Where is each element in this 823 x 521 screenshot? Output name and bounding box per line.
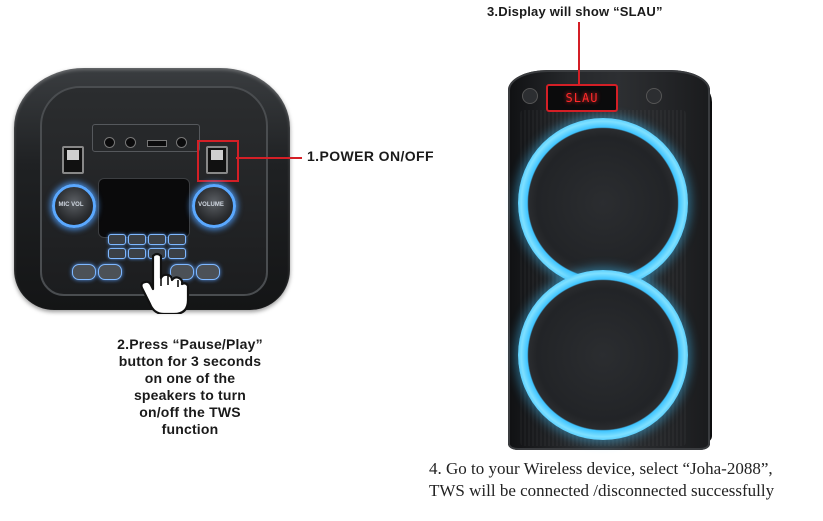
step2-line: 2.Press “Pause/Play” — [117, 336, 263, 352]
panel-button[interactable] — [128, 248, 146, 259]
panel-button[interactable] — [148, 234, 166, 245]
panel-pill-button[interactable] — [98, 264, 122, 280]
left-rocker-switch[interactable] — [62, 146, 84, 174]
usb-port-icon — [147, 140, 167, 147]
panel-button[interactable] — [108, 234, 126, 245]
step2-line: speakers to turn — [133, 387, 247, 403]
step4-line: 4. Go to your Wireless device, select “J… — [429, 459, 773, 478]
step1-callout-line — [236, 157, 302, 159]
lower-led-ring — [518, 270, 688, 440]
mic2-jack-icon — [125, 137, 136, 148]
panel-button[interactable] — [168, 234, 186, 245]
step2-line: function — [161, 421, 219, 437]
panel-screen — [98, 178, 190, 238]
panel-pill-button[interactable] — [72, 264, 96, 280]
step2-line: on/off the TWS — [139, 404, 241, 420]
volume-label: VOLUME — [198, 202, 224, 208]
mic1-jack-icon — [104, 137, 115, 148]
pointing-hand-icon — [140, 252, 190, 314]
step2-line: button for 3 seconds — [118, 353, 262, 369]
volume-knob[interactable] — [192, 184, 236, 228]
aux-jack-icon — [176, 137, 187, 148]
power-switch[interactable] — [206, 146, 228, 174]
step4-line: TWS will be connected /disconnected succ… — [429, 481, 775, 500]
step2-line: on one of the — [144, 370, 236, 386]
display-text: SLAU — [565, 91, 599, 105]
top-right-button[interactable] — [646, 88, 662, 104]
upper-led-ring — [518, 118, 688, 288]
step1-label: 1.POWER ON/OFF — [307, 148, 434, 164]
step3-callout-line — [578, 22, 580, 84]
panel-button[interactable] — [168, 248, 186, 259]
top-left-button[interactable] — [522, 88, 538, 104]
mic-volume-knob[interactable] — [52, 184, 96, 228]
panel-button[interactable] — [108, 248, 126, 259]
panel-button[interactable] — [128, 234, 146, 245]
panel-pill-button[interactable] — [196, 264, 220, 280]
step2-label: 2.Press “Pause/Play” button for 3 second… — [68, 336, 312, 438]
power-switch-highlight — [197, 140, 239, 182]
speaker-display: SLAU — [546, 84, 618, 112]
step3-label: 3.Display will show “SLAU” — [487, 4, 663, 19]
step4-label: 4. Go to your Wireless device, select “J… — [429, 458, 774, 502]
mic-volume-label: MIC VOL — [58, 202, 84, 208]
